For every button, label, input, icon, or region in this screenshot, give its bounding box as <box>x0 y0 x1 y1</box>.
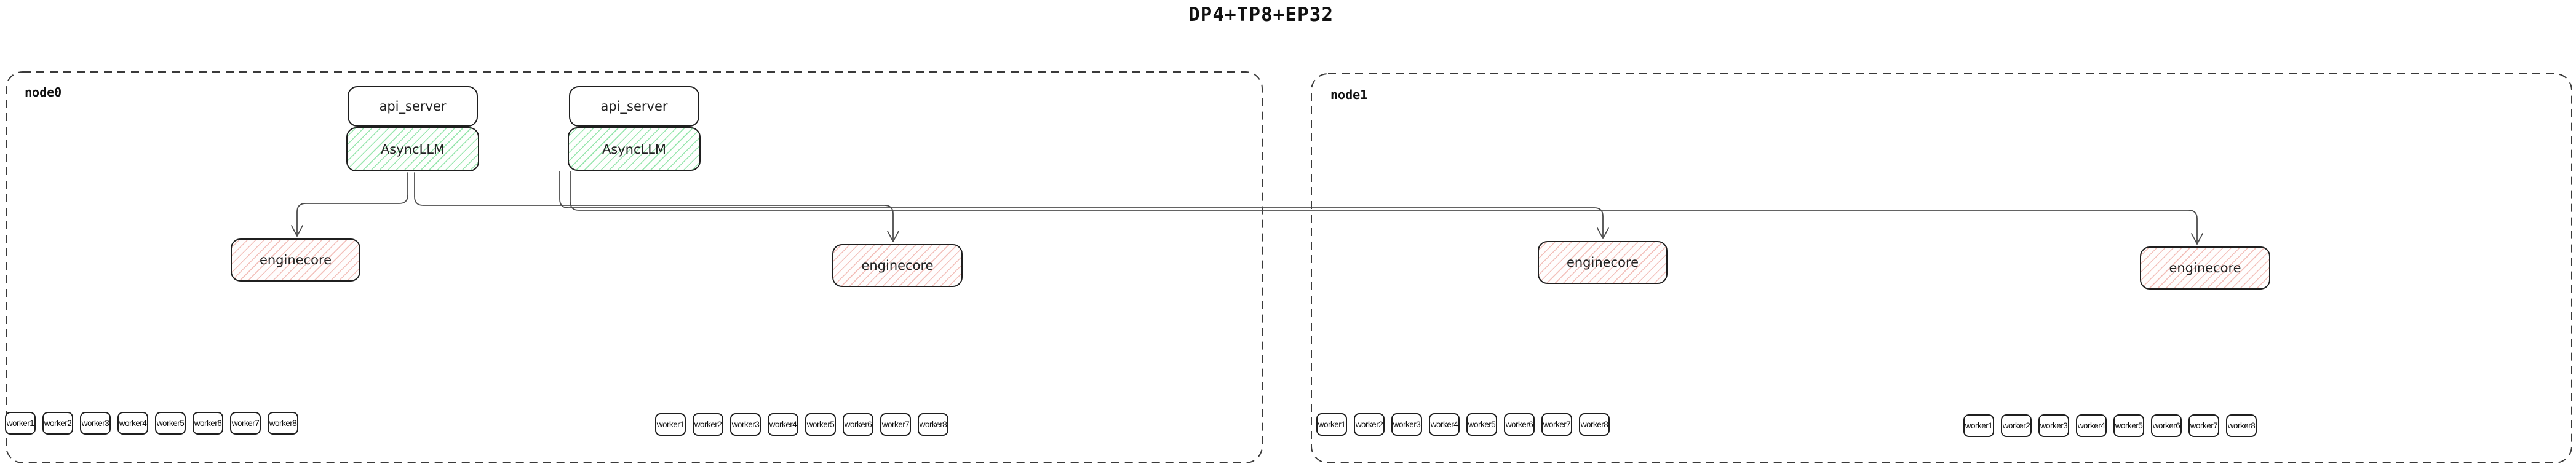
worker-box: worker8 <box>2226 414 2257 437</box>
worker-box: worker1 <box>655 413 686 436</box>
worker-group-node1-b: worker1 worker2 worker3 worker4 worker5 worke… <box>1963 414 2257 437</box>
edge-asyncllm-1-to-enginecore-2 <box>414 172 894 242</box>
arrowhead-enginecore-2 <box>887 231 899 242</box>
worker-box: worker2 <box>42 412 73 435</box>
worker-box: worker2 <box>2001 414 2032 437</box>
worker-box: worker4 <box>768 413 798 436</box>
enginecore-box-3: enginecore <box>1538 241 1668 284</box>
worker-box: worker1 <box>5 412 36 435</box>
worker-box: worker4 <box>1429 413 1460 436</box>
api-server-box-1: api_server <box>348 86 478 127</box>
node1-label: node1 <box>1330 87 1368 102</box>
worker-box: worker8 <box>1579 413 1610 436</box>
api-server-box-2: api_server <box>569 86 699 127</box>
node0-label: node0 <box>25 85 62 100</box>
worker-box: worker2 <box>1354 413 1385 436</box>
node1-boundary <box>1311 73 2572 463</box>
edge-asyncllm-2-to-enginecore-4 <box>570 171 2198 245</box>
worker-box: worker8 <box>918 413 948 436</box>
worker-group-node1-a: worker1 worker2 worker3 worker4 worker5 worke… <box>1316 413 1610 436</box>
worker-box: worker8 <box>268 412 298 435</box>
worker-box: worker6 <box>1504 413 1535 436</box>
worker-box: worker7 <box>1541 413 1572 436</box>
arrowhead-enginecore-4 <box>2191 233 2203 245</box>
worker-box: worker1 <box>1963 414 1994 437</box>
worker-box: worker7 <box>230 412 261 435</box>
worker-group-node0-b: worker1 worker2 worker3 worker4 worker5 worke… <box>655 413 948 436</box>
diagram-title: DP4+TP8+EP32 <box>1188 4 1334 26</box>
worker-box: worker7 <box>880 413 911 436</box>
worker-box: worker5 <box>155 412 186 435</box>
worker-box: worker2 <box>693 413 723 436</box>
worker-box: worker3 <box>80 412 111 435</box>
worker-box: worker3 <box>730 413 761 436</box>
worker-box: worker7 <box>2188 414 2219 437</box>
worker-box: worker6 <box>843 413 873 436</box>
worker-box: worker3 <box>1391 413 1422 436</box>
worker-box: worker4 <box>117 412 148 435</box>
worker-box: worker5 <box>805 413 836 436</box>
worker-box: worker6 <box>193 412 223 435</box>
enginecore-box-2: enginecore <box>832 244 963 287</box>
worker-box: worker5 <box>1466 413 1497 436</box>
edge-asyncllm-2-to-enginecore-3 <box>559 171 1604 239</box>
asyncllm-box-1: AsyncLLM <box>346 127 479 171</box>
worker-box: worker4 <box>2076 414 2107 437</box>
edge-asyncllm-1-to-enginecore-1 <box>296 172 408 237</box>
enginecore-box-1: enginecore <box>231 238 360 282</box>
worker-group-node0-a: worker1 worker2 worker3 worker4 worker5 worke… <box>5 412 298 435</box>
enginecore-box-4: enginecore <box>2140 246 2270 290</box>
worker-box: worker1 <box>1316 413 1347 436</box>
worker-box: worker5 <box>2113 414 2144 437</box>
arrowhead-enginecore-1 <box>291 225 303 237</box>
worker-box: worker3 <box>2038 414 2069 437</box>
worker-box: worker6 <box>2151 414 2182 437</box>
asyncllm-box-2: AsyncLLM <box>568 127 701 171</box>
arrowhead-enginecore-3 <box>1597 227 1609 239</box>
